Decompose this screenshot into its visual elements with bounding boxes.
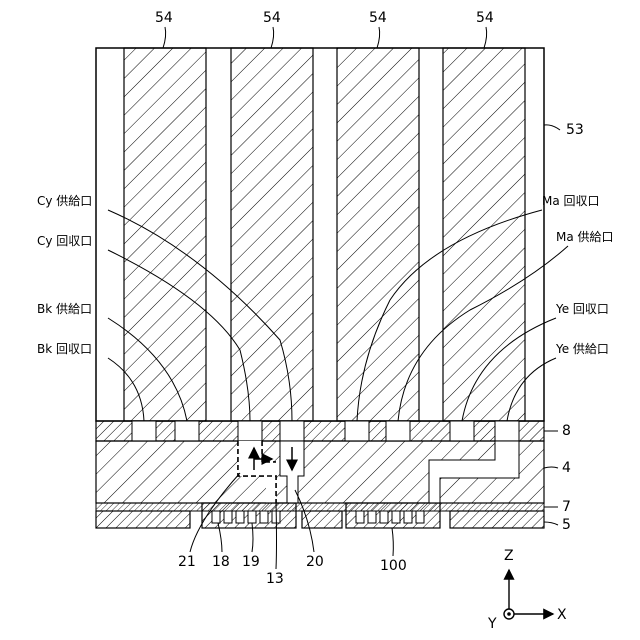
label-cy-supply: Cy 供給口	[37, 194, 92, 208]
label-21: 21	[178, 554, 196, 570]
label-13: 13	[266, 571, 284, 587]
tank-label-4: 54	[476, 10, 494, 26]
layer-7	[96, 503, 544, 511]
frame-label: 53	[566, 122, 584, 138]
label-bk-recovery: Bk 回収口	[37, 342, 92, 356]
print-head-left	[202, 503, 296, 528]
port-bk-supply	[175, 421, 199, 441]
ink-tank-1	[124, 48, 206, 421]
layer-label-8: 8	[562, 423, 571, 439]
label-18: 18	[212, 554, 230, 570]
layer-label-7: 7	[562, 499, 571, 515]
port-bk-recovery	[132, 421, 156, 441]
label-ye-recovery: Ye 回収口	[555, 302, 609, 316]
tank-label-1: 54	[155, 10, 173, 26]
port-ye-supply	[495, 421, 519, 441]
axis-x-label: X	[557, 607, 567, 623]
label-20: 20	[306, 554, 324, 570]
tank-label-2: 54	[263, 10, 281, 26]
tank-labels: 54 54 54 54	[155, 10, 494, 48]
print-head-right	[346, 503, 440, 528]
ink-tank-4	[443, 48, 525, 421]
label-100: 100	[380, 558, 407, 574]
port-cy-recovery	[238, 421, 262, 441]
label-ye-supply: Ye 供給口	[555, 342, 609, 356]
label-bk-supply: Bk 供給口	[37, 302, 92, 316]
axis-z-label: Z	[504, 548, 514, 564]
port-ye-recovery	[450, 421, 474, 441]
label-ma-recovery: Ma 回収口	[542, 194, 600, 208]
axis-y-label: Y	[487, 616, 497, 632]
layer-labels: 8 4 7 5	[544, 423, 571, 533]
tank-frame	[96, 48, 544, 421]
layer-8	[96, 421, 544, 441]
label-ma-supply: Ma 供給口	[556, 230, 614, 244]
port-ma-recovery	[345, 421, 369, 441]
ink-tank-3	[337, 48, 419, 421]
tank-label-3: 54	[369, 10, 387, 26]
port-cy-supply	[280, 421, 304, 441]
label-19: 19	[242, 554, 260, 570]
axes-indicator: Z X Y	[487, 548, 567, 632]
layer-4	[96, 441, 544, 503]
port-ma-supply	[386, 421, 410, 441]
layer-label-4: 4	[562, 460, 571, 476]
label-cy-recovery: Cy 回収口	[37, 234, 92, 248]
layer-label-5: 5	[562, 517, 571, 533]
